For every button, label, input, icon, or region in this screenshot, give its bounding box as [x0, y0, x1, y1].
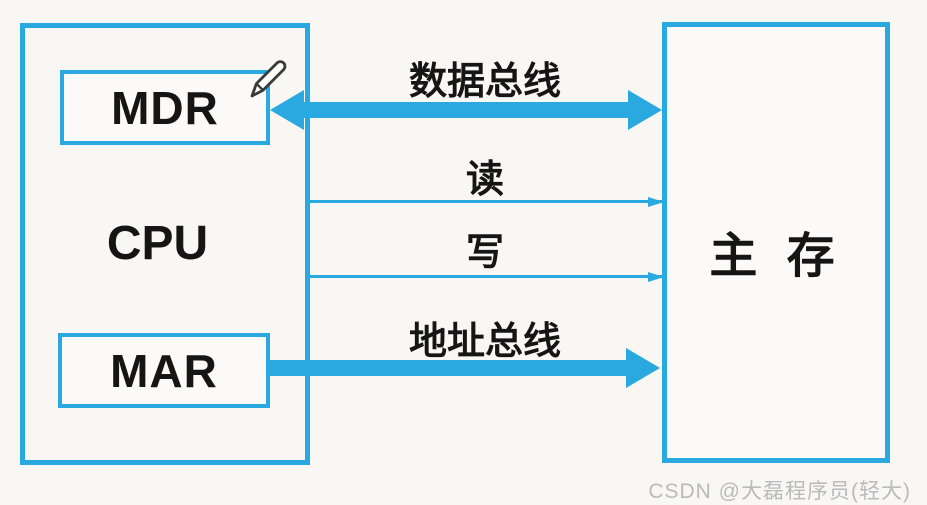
arrow-head-left-icon [270, 90, 304, 130]
mar-register-box: MAR [58, 333, 270, 408]
arrow-body [270, 360, 630, 376]
address-bus-label: 地址总线 [408, 321, 561, 363]
arrow-head-right-icon [628, 90, 662, 130]
cpu-box [20, 23, 310, 465]
mdr-register-box: MDR [60, 70, 270, 145]
mdr-label: MDR [111, 81, 219, 134]
pencil-icon [250, 60, 287, 98]
main-memory-label: 主 存 [709, 230, 843, 283]
read-line-label: 读 [465, 159, 504, 201]
data-bus-label: 数据总线 [408, 61, 561, 103]
address-bus-arrow [270, 348, 660, 388]
main-memory-box [662, 22, 890, 463]
watermark: CSDN @大磊程序员(轻大) [648, 480, 911, 503]
data-bus-arrow [270, 90, 662, 130]
mar-label: MAR [110, 344, 218, 397]
write-line-arrow [309, 272, 664, 282]
read-line-arrow [309, 197, 664, 207]
arrow-body [300, 102, 632, 118]
arrow-head-right-icon [626, 348, 660, 388]
write-line-label: 写 [465, 232, 504, 274]
cpu-label: CPU [106, 217, 209, 270]
